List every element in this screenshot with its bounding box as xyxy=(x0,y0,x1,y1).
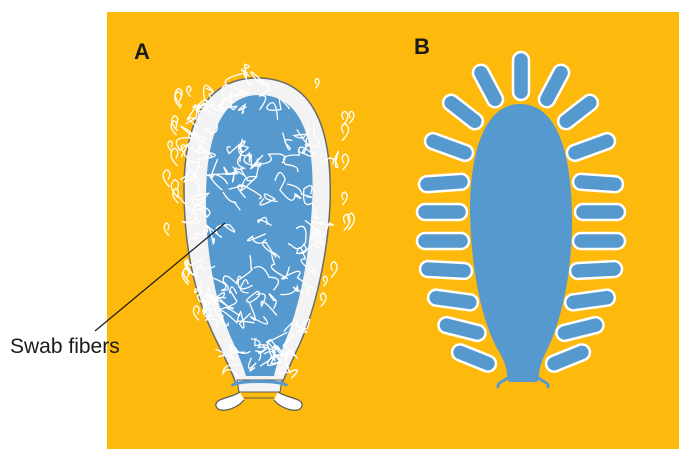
swab-b-bristle xyxy=(419,173,470,192)
swab-b-bristle xyxy=(420,261,473,280)
swab-b-bristle xyxy=(513,52,529,100)
swab-b-bristle xyxy=(417,233,469,249)
panel-b-label: B xyxy=(414,34,430,59)
swab-b-bristle xyxy=(417,204,467,220)
swab-b-bristle xyxy=(575,204,625,220)
swab-b-bristle xyxy=(570,261,623,280)
callout-label: Swab fibers xyxy=(10,335,120,358)
swab-b-stem xyxy=(508,370,538,382)
swab-b-bristle xyxy=(573,173,624,192)
swab-b-bristle xyxy=(573,233,625,249)
panel-a-label: A xyxy=(134,39,150,64)
